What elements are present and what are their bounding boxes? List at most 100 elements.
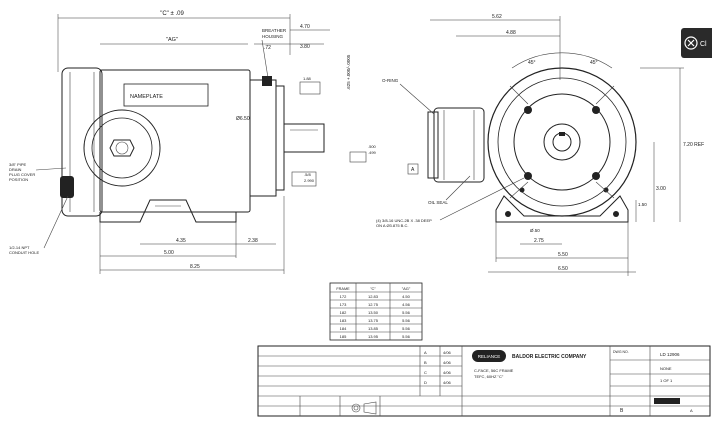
dim-150: 1.50	[638, 202, 647, 207]
table-cell: 5.56	[402, 318, 411, 323]
table-cell: 13.75	[368, 318, 379, 323]
table-cell: 182	[340, 310, 347, 315]
dwg-no-label: DWG NO.	[613, 350, 629, 354]
rev-letter: D	[424, 380, 427, 385]
side-view: "C" ± .09 "AG" BREATHER HOUSING .72 4.70…	[9, 11, 377, 274]
dim-72: .72	[264, 45, 271, 51]
bolt-hole	[592, 172, 600, 180]
dim-bolt: .5/8	[304, 172, 311, 177]
breather-housing	[262, 76, 272, 86]
table-header-frame: FRAME	[336, 287, 350, 291]
overall-dim-label: "C" ± .09	[160, 11, 184, 17]
shaft	[283, 123, 325, 153]
dim-720-ref: 7.20 REF	[683, 142, 704, 148]
badge-label: Cl	[700, 41, 707, 48]
pilot-ring	[513, 93, 611, 191]
profile-body	[433, 107, 485, 183]
rev-letter: C	[424, 370, 427, 375]
svg-text:HOUSING: HOUSING	[262, 34, 284, 39]
holes-note: (4) 3/8-16 UNC-2B X .38 DEEP	[376, 218, 432, 223]
bolt-hole	[592, 106, 600, 114]
rev-value: A	[690, 408, 693, 413]
table-cell: 4.50	[402, 294, 411, 299]
svg-text:45°: 45°	[590, 60, 598, 66]
end-plate-outer	[487, 67, 637, 217]
drain-plug-hex	[109, 139, 135, 157]
close-x-button[interactable]: Cl	[681, 28, 712, 58]
svg-text:DRAIN: DRAIN	[9, 167, 22, 172]
rev-stamp	[654, 398, 680, 404]
table-cell: 12.83	[368, 294, 379, 299]
dim-380: 3.80	[300, 44, 310, 50]
motor-body	[99, 69, 251, 213]
dia-50-label: Ø.50	[530, 228, 540, 233]
svg-text:PLUG COVER: PLUG COVER	[9, 172, 35, 177]
svg-text:.499: .499	[368, 150, 377, 155]
table-cell: 12.75	[368, 302, 379, 307]
svg-text:2.990: 2.990	[304, 178, 315, 183]
dim-500: 5.00	[164, 250, 174, 256]
dim-488: 4.88	[506, 30, 516, 36]
product-line-1: C-FACE, 56C FRAME	[474, 368, 514, 373]
rev-letter: A	[424, 350, 427, 355]
rev-date: 4/06	[443, 380, 452, 385]
table-cell: 5.56	[402, 334, 411, 339]
oil-seal-label: OIL SEAL	[428, 200, 448, 205]
projection-symbol	[351, 403, 361, 413]
svg-text:ON A Ø3.875 B.C.: ON A Ø3.875 B.C.	[376, 223, 408, 228]
hub	[543, 123, 581, 161]
dim-470: 4.70	[300, 24, 310, 30]
title-block: A 4/06 B 4/06 C 4/06 D 4/06 RELIANCE BAL…	[257, 345, 711, 417]
ag-dim-label: "AG"	[166, 37, 178, 43]
nameplate-label: NAMEPLATE	[130, 94, 163, 100]
size-value: B	[620, 408, 624, 414]
rev-letter: B	[424, 360, 427, 365]
dim-650: 6.50	[558, 266, 568, 272]
bolt-hole	[524, 172, 532, 180]
sheet-value: 1 OF 1	[660, 378, 673, 383]
dim-188: 1.88	[303, 76, 312, 81]
dim-435: 4.35	[176, 238, 186, 244]
table-cell: 184	[340, 326, 347, 331]
table-cell: 5.56	[402, 310, 411, 315]
frame-table: FRAME "C" "AG" 172 12.83 4.50 173 12.75 …	[329, 282, 423, 341]
conduit-box-outer	[83, 109, 161, 187]
dim-300: 3.00	[656, 186, 666, 192]
dwg-no: LD 12906	[660, 352, 680, 357]
table-cell: 173	[340, 302, 347, 307]
svg-text:CONDUIT HOLE: CONDUIT HOLE	[9, 250, 39, 255]
table-header-c: "C"	[370, 286, 376, 291]
base-foot	[495, 195, 629, 223]
svg-text:45°: 45°	[528, 60, 536, 66]
svg-text:POSITION: POSITION	[9, 177, 28, 182]
company-name: BALDOR ELECTRIC COMPANY	[512, 354, 587, 360]
table-cell: 185	[340, 334, 347, 339]
conduit-label: 1/2-14 NPT	[9, 245, 30, 250]
rev-date: 4/06	[443, 360, 452, 365]
dim-238: 2.38	[248, 238, 258, 244]
dim-825: 8.25	[190, 264, 200, 270]
table-cell: 13.85	[368, 326, 379, 331]
dim-625-label: .625 +.000/-.0005	[346, 54, 351, 90]
dim-550: 5.50	[558, 252, 568, 258]
table-cell: 13.95	[368, 334, 379, 339]
dim-562: 5.62	[492, 14, 502, 20]
rev-date: 4/06	[443, 350, 452, 355]
close-x-icon: Cl	[684, 36, 707, 50]
c-face-profile: O-RING OIL SEAL A	[382, 78, 485, 205]
breather-label: BREATHER	[262, 28, 287, 33]
table-cell: 172	[340, 294, 347, 299]
dim-275: 2.75	[534, 238, 544, 244]
end-view: 5.62 4.88 45° 45° 7.20 REF	[376, 14, 704, 276]
fill-pipe-label: 3/8" PIPE	[9, 162, 27, 167]
c-face-flange	[249, 79, 277, 197]
rev-date: 4/06	[443, 370, 452, 375]
table-cell: 183	[340, 318, 347, 323]
scale-value: NONE	[660, 366, 672, 371]
table-header-ag: "AG"	[402, 286, 411, 291]
dia-650-label: Ø6.50	[236, 116, 250, 122]
bolt-hole	[524, 106, 532, 114]
company-logo	[472, 350, 506, 362]
fan-cover	[61, 67, 103, 217]
